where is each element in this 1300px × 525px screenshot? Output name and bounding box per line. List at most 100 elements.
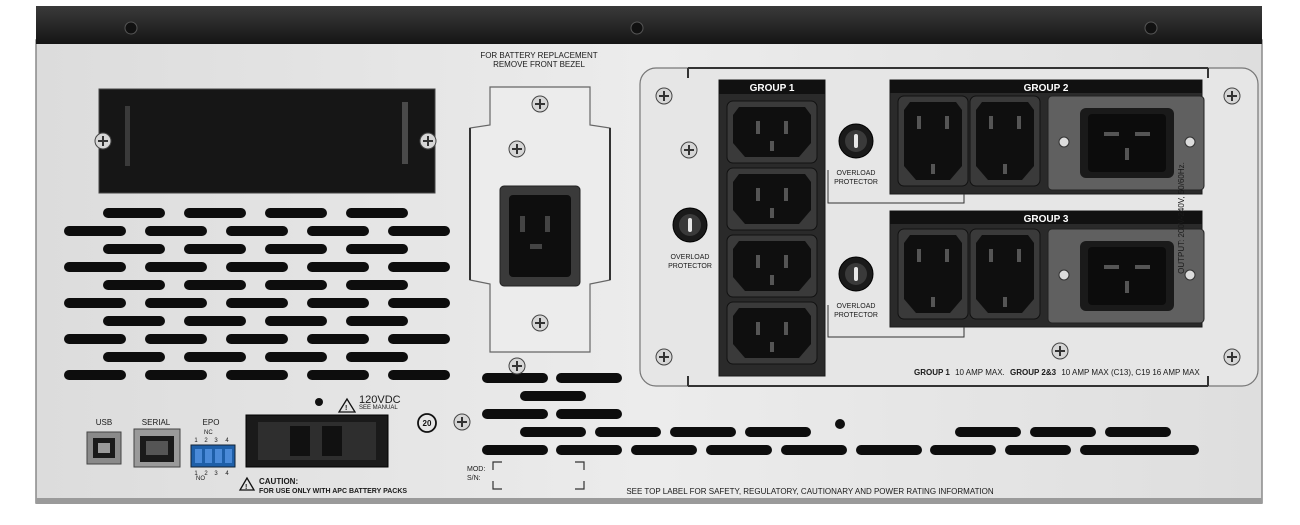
- screw-icon: [655, 87, 673, 105]
- vent-slot: [1105, 427, 1171, 437]
- indicator-dot-2: [835, 419, 845, 429]
- vent-slot: [1135, 445, 1199, 455]
- c13-outlet[interactable]: [969, 95, 1041, 187]
- usb-port[interactable]: [86, 431, 122, 465]
- vent-slot: [388, 226, 450, 236]
- overload-protectors: OVERLOADPROTECTOROVERLOADPROTECTOROVERLO…: [668, 123, 965, 338]
- vent-slot: [64, 334, 126, 344]
- caution-triangle-icon: !: [238, 476, 256, 491]
- protector-label: PROTECTOR: [834, 312, 878, 319]
- epo-nc-label: NC: [204, 430, 213, 436]
- vent-slot: [388, 370, 450, 380]
- screw-icon: [1223, 87, 1241, 105]
- screw-icon: [531, 95, 549, 113]
- ventilation-slots-bottom: [482, 373, 1199, 455]
- vent-slot: [145, 226, 207, 236]
- vent-slot: [482, 445, 548, 455]
- epo-pin-label: 4: [225, 438, 229, 444]
- epo-pin-label: 2: [204, 438, 208, 444]
- overload-label: OVERLOAD: [671, 254, 710, 261]
- usb-label: USB: [96, 418, 112, 427]
- vent-slot: [145, 262, 207, 272]
- screw-icon: [508, 357, 526, 375]
- epo-label: EPO: [203, 418, 220, 427]
- top-band-screws: [124, 21, 1158, 35]
- serial-label: SERIAL: [142, 418, 171, 427]
- vent-slot: [64, 298, 126, 308]
- epo-no-label: NO: [196, 476, 205, 482]
- vent-slot: [520, 427, 586, 437]
- vent-slot: [307, 334, 369, 344]
- vdc-label: 120VDC: [359, 394, 401, 406]
- footer-label: SEE TOP LABEL FOR SAFETY, REGULATORY, CA…: [626, 487, 994, 496]
- vent-slot: [184, 208, 246, 218]
- vent-slot: [482, 409, 548, 419]
- vent-slot: [955, 427, 1021, 437]
- vent-slot: [346, 352, 408, 362]
- protector-label: PROTECTOR: [668, 263, 712, 270]
- indicator-dot: [315, 398, 323, 406]
- vent-slot: [307, 262, 369, 272]
- vent-slot: [184, 244, 246, 254]
- c13-outlet[interactable]: [726, 234, 818, 298]
- c13-outlet[interactable]: [969, 228, 1041, 320]
- caution-text: FOR USE ONLY WITH APC BATTERY PACKS: [259, 488, 407, 495]
- group-1-label: GROUP 1: [750, 83, 795, 94]
- c13-outlet[interactable]: [897, 228, 969, 320]
- vent-slot: [307, 298, 369, 308]
- c19-outlet[interactable]: [1047, 95, 1205, 191]
- vent-slot: [307, 370, 369, 380]
- c13-outlet[interactable]: [726, 301, 818, 365]
- vent-slot: [556, 373, 622, 383]
- vent-slot: [520, 391, 586, 401]
- group-rating-label: GROUP 1 10 AMP MAX. GROUP 2&3 10 AMP MAX…: [914, 368, 1200, 377]
- screw-icon: [453, 413, 471, 431]
- protector-label: PROTECTOR: [834, 179, 878, 186]
- screw-icon: [508, 140, 526, 158]
- vent-slot: [265, 244, 327, 254]
- epo-terminal[interactable]: [190, 444, 236, 468]
- vent-slot: [670, 427, 736, 437]
- vent-slot: [103, 352, 165, 362]
- chassis-bottom-edge: [36, 498, 1262, 504]
- svg-text:!: !: [245, 484, 247, 491]
- epo-pin-label-bottom: 3: [214, 471, 218, 477]
- vent-slot: [103, 280, 165, 290]
- epo-pin-label-bottom: 2: [204, 471, 208, 477]
- vent-slot: [64, 370, 126, 380]
- screw-icon: [680, 141, 698, 159]
- battery-connector[interactable]: [245, 414, 389, 468]
- epo-pin-label: 3: [214, 438, 218, 444]
- overload-protector-button[interactable]: OVERLOAD PROTECTOR: [668, 207, 712, 270]
- overload-label: OVERLOAD: [837, 303, 876, 310]
- vent-slot: [226, 370, 288, 380]
- serial-port[interactable]: [133, 428, 181, 468]
- vent-slot: [388, 334, 450, 344]
- vent-slot: [706, 445, 772, 455]
- serial-number-frame: [492, 461, 585, 490]
- vent-slot: [346, 208, 408, 218]
- vent-slot: [145, 334, 207, 344]
- group-2-label: GROUP 2: [1024, 83, 1069, 94]
- remove-bezel-label: REMOVE FRONT BEZEL: [493, 60, 585, 69]
- overload-protector-button[interactable]: OVERLOAD PROTECTOR: [834, 256, 878, 319]
- group-1-outlets: [726, 100, 818, 365]
- vent-slot: [930, 445, 996, 455]
- vent-slot: [346, 280, 408, 290]
- c13-outlet[interactable]: [897, 95, 969, 187]
- vent-slot: [388, 298, 450, 308]
- c13-outlet[interactable]: [726, 167, 818, 231]
- vent-slot: [64, 226, 126, 236]
- c13-outlet[interactable]: [726, 100, 818, 164]
- caution-title: CAUTION:: [259, 477, 298, 486]
- ventilation-slots-left: [64, 208, 450, 380]
- vent-slot: [346, 244, 408, 254]
- vent-slot: [482, 373, 548, 383]
- vent-slot: [388, 262, 450, 272]
- vent-slot: [226, 262, 288, 272]
- vent-slot: [64, 262, 126, 272]
- vent-slot: [856, 445, 922, 455]
- c19-outlet[interactable]: [1047, 228, 1205, 324]
